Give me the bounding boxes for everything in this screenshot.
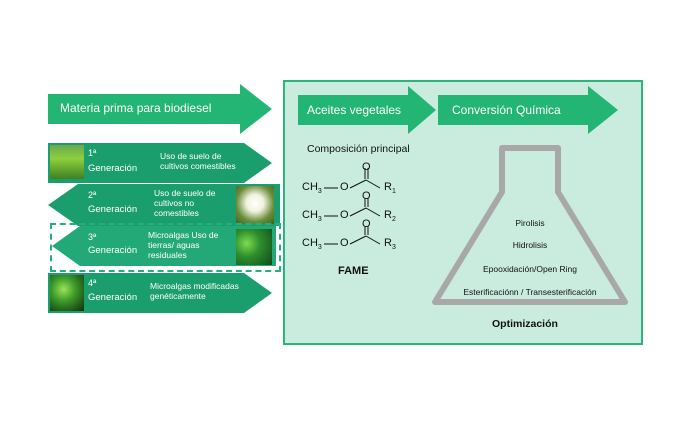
flask-item-epoxidacion: Epooxidación/Open Ring xyxy=(482,264,578,274)
modified-algae-photo xyxy=(50,275,84,311)
generation-4-label: Generación xyxy=(88,292,138,303)
aceites-arrow xyxy=(298,86,436,134)
flask-icon xyxy=(432,145,628,305)
crop-field-photo xyxy=(50,145,84,179)
generation-2-band xyxy=(48,184,280,226)
chem-row-3-ch3: CH3 xyxy=(302,237,322,252)
chem-row-2-carbonyl: O xyxy=(362,190,371,202)
generation-2-label: Generación xyxy=(88,204,138,215)
fame-structures xyxy=(324,168,381,245)
jatropha-flower-photo xyxy=(236,186,274,224)
optimization-label: Optimización xyxy=(492,318,558,330)
generation-4-number: 4ª xyxy=(88,278,97,288)
aceites-arrow-label: Aceites vegetales xyxy=(307,103,402,117)
chem-row-2-ch3: CH3 xyxy=(302,209,322,224)
generation-1-desc: Uso de suelo de cultivos comestibles xyxy=(160,151,236,171)
chem-row-3-o: O xyxy=(340,237,349,249)
generation-3-band xyxy=(52,226,276,266)
conversion-arrow-label: Conversión Química xyxy=(452,103,561,117)
generation-1-band xyxy=(48,143,272,183)
flask-item-hidrolisis: Hidrolisis xyxy=(512,240,548,250)
chem-row-2-o: O xyxy=(340,209,349,221)
title-arrow-label: Materia prima para biodiesel xyxy=(60,101,212,115)
generation-3-label: Generación xyxy=(88,245,138,256)
microalgae-photo xyxy=(236,229,272,265)
generation-4-band xyxy=(48,273,272,313)
generation-1-label: Generación xyxy=(88,163,138,174)
chem-row-3-carbonyl: O xyxy=(362,218,371,230)
flask-item-esterificacion: Esterificaciónn / Transesterificación xyxy=(463,287,597,297)
generation-3-highlight xyxy=(50,223,281,272)
generation-2-number: 2ª xyxy=(88,190,97,200)
chem-row-1-carbonyl: O xyxy=(362,161,371,173)
chem-row-1-o: O xyxy=(340,181,349,193)
generation-4-desc: Microalgas modificadas genéticamente xyxy=(150,281,239,301)
chem-row-3-r: R3 xyxy=(384,237,396,252)
title-arrow xyxy=(48,84,272,134)
chem-row-1-ch3: CH3 xyxy=(302,181,322,196)
conversion-arrow xyxy=(438,86,618,134)
generation-3-number: 3ª xyxy=(88,232,97,242)
fame-label: FAME xyxy=(338,265,369,277)
flask-item-pirolisis: Pirolisis xyxy=(515,218,545,228)
chem-row-1-r: R1 xyxy=(384,181,396,196)
generation-3-desc: Microalgas Uso de tierras/ aguas residua… xyxy=(148,230,219,260)
generation-2-desc: Uso de suelo de cultivos no comestibles xyxy=(154,188,216,218)
chem-row-2-r: R2 xyxy=(384,209,396,224)
generation-1-number: 1ª xyxy=(88,148,97,158)
composition-title: Composición principal xyxy=(307,143,410,155)
